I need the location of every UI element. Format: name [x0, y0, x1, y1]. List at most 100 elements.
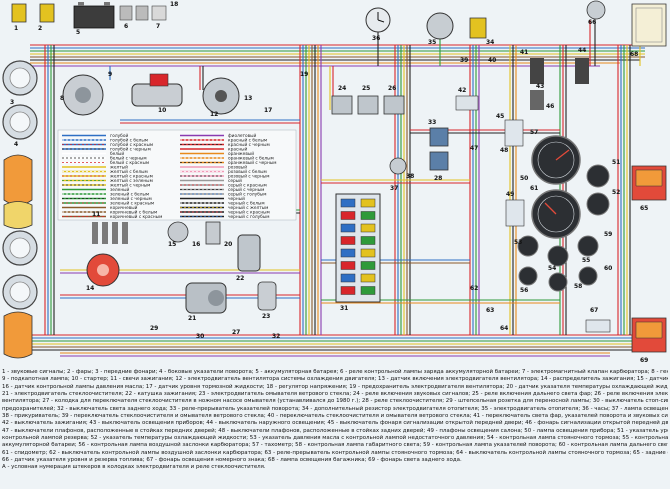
- component-number-label: 27: [232, 329, 240, 336]
- relay-icon: [135, 5, 149, 21]
- fuse-icon: [340, 223, 356, 233]
- relay-icon: [357, 95, 379, 115]
- generator-group: [62, 74, 104, 116]
- instrument-cluster: [517, 135, 610, 292]
- wire-color-label: желтый с красным: [110, 173, 153, 180]
- temperature-gauge-icon: [586, 192, 610, 216]
- battery-terminal-icon: [78, 2, 84, 6]
- distributor-cap-icon: [97, 264, 109, 276]
- battery-group: [73, 2, 115, 29]
- front-lamps-left: [3, 154, 33, 359]
- component-number-label: 39: [460, 57, 468, 64]
- component-number-label: 50: [520, 175, 528, 182]
- wire-color-label: коричневый с белым: [110, 209, 157, 216]
- headlight-lens-icon: [9, 281, 31, 303]
- headlight-lens-icon: [9, 111, 31, 133]
- fuse-icon: [360, 286, 376, 295]
- spark-plug-icon: [122, 222, 128, 244]
- starter-icon: [131, 83, 183, 107]
- wire-color-label: серый с черным: [228, 186, 264, 193]
- fuse-icon: [340, 261, 356, 270]
- component-number-label: 13: [244, 95, 252, 102]
- component-number-label: 66: [588, 19, 596, 26]
- legend-line: 66 - датчик указателя уровня и резерва т…: [2, 457, 462, 464]
- component-number-label: 7: [156, 23, 160, 30]
- plate-lamp-icon: [585, 319, 611, 333]
- component-number-label: 17: [264, 107, 272, 114]
- wire-color-label: черный с белым: [228, 200, 265, 207]
- component-number-label: 69: [640, 357, 648, 364]
- ignition-coil-group: [237, 234, 261, 272]
- washer-motor-icon: [257, 281, 277, 311]
- starter-group: [131, 73, 183, 107]
- indicator-lamp-icon: [577, 235, 599, 257]
- cigarette-lighter-group: [389, 157, 407, 175]
- legend-line: А - условная нумерация штекеров в колодк…: [2, 464, 266, 471]
- component-number-label: 8: [60, 95, 64, 102]
- component-number-label: 47: [470, 145, 478, 152]
- wire-color-label: черный с красным: [228, 209, 270, 216]
- clock-group: [365, 7, 391, 33]
- wire-color-label: голубой с черным: [110, 146, 151, 153]
- headlight-lens-icon: [9, 237, 31, 259]
- component-number-label: 53: [514, 239, 522, 246]
- component-number-label: 67: [590, 307, 598, 314]
- component-number-label: 46: [546, 103, 554, 110]
- wire-color-label: черный: [228, 195, 245, 202]
- wire-color-label: белый с черным: [110, 155, 147, 162]
- wiper-motor-group: [185, 282, 227, 314]
- wire-color-label: красный с черным: [228, 141, 270, 148]
- fan-hub-icon: [215, 90, 227, 102]
- legend-line: 1 - звуковые сигналы; 2 - фары; 3 - пере…: [2, 369, 668, 375]
- horn-icon: [39, 3, 55, 23]
- fuse-icon: [360, 236, 376, 245]
- wiper-gear-icon: [208, 290, 224, 306]
- fuse-list: [340, 198, 376, 295]
- clock-hands-icon: [377, 12, 385, 23]
- trunk-lamp-icon: [631, 3, 667, 47]
- component-number-label: 55: [582, 257, 590, 264]
- component-number-label: 56: [520, 287, 528, 294]
- wire-color-label: фиолетовый: [228, 132, 257, 139]
- component-number-label: 1: [14, 25, 18, 32]
- component-number-label: 32: [272, 333, 280, 340]
- component-number-label: 44: [578, 47, 586, 54]
- fuse-icon: [340, 248, 356, 258]
- component-number-label: 9: [108, 71, 112, 78]
- distributor-group: [86, 253, 120, 287]
- component-number-label: 34: [486, 39, 494, 46]
- legend-line: аккумуляторной батареи; 56 - контрольная…: [2, 442, 668, 449]
- wire-color-label: красный: [228, 146, 248, 153]
- sensors-group: [167, 221, 221, 245]
- component-legend: 1 - звуковые сигналы; 2 - фары; 3 - пере…: [2, 369, 668, 487]
- component-number-label: 20: [224, 241, 232, 248]
- component-number-label: 63: [486, 307, 494, 314]
- component-number-label: 59: [604, 231, 612, 238]
- switch-icon: [575, 58, 589, 84]
- wire-color-label: черный с желтым: [228, 204, 268, 211]
- legend-line: предохранителей; 32 - выключатель света …: [2, 405, 668, 412]
- component-number-label: 6: [124, 23, 128, 30]
- side-indicator-icon: [3, 201, 33, 229]
- wire-color-label: коричневый с красным: [110, 213, 162, 220]
- component-number-label: 33: [428, 119, 436, 126]
- component-number-label: 54: [548, 265, 556, 272]
- switch-icon: [530, 58, 544, 84]
- wire-color-label: черный с голубым: [228, 213, 269, 220]
- fuse-icon: [340, 286, 356, 295]
- wire-color-label: зеленый с красным: [110, 200, 154, 207]
- component-number-label: 57: [530, 129, 538, 136]
- coolant-sensor-icon: [205, 221, 221, 245]
- spark-plug-icon: [92, 222, 98, 244]
- interior-lamp-icon: [505, 199, 525, 227]
- component-number-label: 43: [536, 83, 544, 90]
- component-number-label: 22: [236, 275, 244, 282]
- relay-icon: [331, 95, 353, 115]
- component-number-label: 62: [470, 285, 478, 292]
- headlights-left: [2, 60, 38, 310]
